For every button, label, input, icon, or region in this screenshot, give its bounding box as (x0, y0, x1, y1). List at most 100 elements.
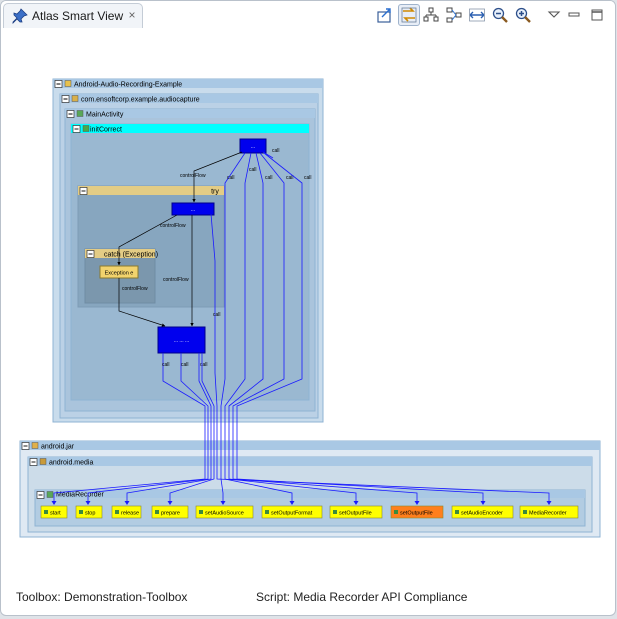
api-method-5-type-icon (265, 510, 269, 514)
edge-call-entry-4[interactable] (236, 152, 484, 504)
container-catch-block-label: catch (Exception) (104, 252, 158, 259)
container-package-type-icon (71, 95, 79, 102)
edge-call-entry-0[interactable] (220, 152, 246, 504)
api-method-0[interactable] (40, 505, 68, 519)
edge-call-try[interactable] (210, 213, 550, 504)
api-method-3[interactable] (151, 505, 189, 519)
node-try-statement[interactable] (171, 202, 215, 216)
container-init-correct-header[interactable] (71, 124, 309, 133)
export-icon[interactable] (375, 5, 395, 25)
edge-call-entry-label: call (272, 148, 280, 154)
view-titlebar: Atlas Smart View × (1, 1, 615, 28)
container-catch-block-header[interactable] (85, 249, 155, 258)
api-method-6[interactable] (329, 505, 383, 519)
view-menu-icon[interactable] (544, 5, 564, 25)
edge-call-entry-4-label: call (304, 175, 312, 181)
api-method-2-type-icon (115, 510, 119, 514)
toolbox-label: Toolbox: Demonstration-Toolbox (16, 590, 188, 604)
fit-width-icon[interactable] (467, 5, 487, 25)
link-selection-icon-glyph (401, 7, 417, 23)
api-method-4[interactable] (195, 505, 254, 519)
container-main-activity-header[interactable] (65, 109, 315, 118)
container-try-block-header[interactable] (78, 186, 224, 195)
container-main-activity-type-icon (76, 110, 84, 117)
maximize-icon[interactable] (587, 5, 607, 25)
container-media-recorder-header[interactable] (35, 490, 585, 498)
container-android-jar-type-icon (31, 442, 39, 449)
view-menu-icon-glyph (547, 11, 561, 18)
api-method-7[interactable] (390, 505, 444, 519)
api-method-3-label: prepare (161, 511, 180, 517)
edge-control-flow-4[interactable] (118, 278, 166, 327)
edge-call-merge-1-label: call (181, 362, 189, 368)
api-method-7-label: setOutputFile (400, 511, 433, 517)
api-method-9[interactable] (519, 505, 579, 519)
graph-canvas[interactable]: Android-Audio-Recording-Examplecom.ensof… (1, 28, 615, 588)
container-android-jar-header[interactable] (20, 441, 600, 450)
node-merge[interactable] (157, 326, 206, 354)
node-entry-label: ... (251, 144, 255, 150)
hierarchy-icon-glyph (423, 7, 439, 22)
api-method-1[interactable] (75, 505, 103, 519)
container-package-header[interactable] (60, 94, 318, 103)
container-android-media-header[interactable] (28, 457, 592, 466)
edge-control-flow-4-label: controlFlow (122, 286, 148, 292)
edge-call-try-label: call (213, 312, 221, 318)
edge-call-merge-2[interactable] (126, 353, 212, 504)
edge-call-entry-1-arrow (289, 501, 295, 505)
zoom-out-icon[interactable] (490, 5, 510, 25)
export-icon-glyph (377, 8, 391, 23)
edge-call-merge-0[interactable] (53, 353, 206, 504)
node-try-statement-label: ... (191, 207, 195, 213)
api-method-7-type-icon (394, 510, 398, 514)
minimize-icon[interactable] (564, 5, 584, 25)
zoom-in-icon[interactable] (513, 5, 533, 25)
container-media-recorder-label: MediaRecorder (56, 492, 105, 499)
edge-call-merge-1[interactable] (87, 353, 209, 504)
edge-call-entry-2-arrow (353, 501, 359, 505)
edge-call-entry-3-arrow (414, 501, 420, 505)
close-icon[interactable]: × (128, 8, 136, 22)
edge-call-merge-3-arrow (167, 501, 173, 505)
api-method-2-label: release (121, 511, 139, 517)
api-method-5[interactable] (261, 505, 323, 519)
container-android-media-type-icon (39, 458, 47, 465)
node-entry[interactable] (239, 138, 267, 154)
edge-call-merge-0-label: call (162, 362, 170, 368)
edge-call-entry-0-arrow (220, 501, 226, 505)
container-project-header[interactable] (53, 79, 323, 88)
script-label: Script: Media Recorder API Compliance (256, 590, 468, 604)
edge-call-merge-2-label: call (200, 362, 208, 368)
minimize-icon-glyph (568, 12, 580, 17)
api-method-1-label: stop (85, 511, 95, 517)
status-bar: Toolbox: Demonstration-Toolbox Script: M… (1, 588, 615, 612)
graph-layout-icon[interactable] (444, 5, 464, 25)
edge-call-merge-2-arrow (124, 501, 130, 505)
node-merge-label: ... ... ... (174, 338, 189, 344)
hierarchy-icon[interactable] (421, 5, 441, 25)
edge-control-flow-1[interactable] (192, 151, 243, 203)
container-project-type-icon (64, 80, 72, 87)
pin-icon (12, 8, 28, 24)
edge-call-merge-0-arrow (51, 501, 57, 505)
tab-atlas-smart-view[interactable]: Atlas Smart View × (3, 3, 143, 28)
edge-call-entry-1[interactable] (224, 152, 293, 504)
edge-call-entry-0-label: call (227, 175, 235, 181)
edge-call-entry-2[interactable] (228, 152, 357, 504)
api-method-8[interactable] (451, 505, 514, 519)
api-method-0-type-icon (44, 510, 48, 514)
api-method-9-type-icon (523, 510, 527, 514)
node-catch-param-label: Exception e (105, 271, 134, 277)
container-android-jar-label: android.jar (41, 444, 75, 451)
api-method-0-label: start (50, 511, 61, 517)
edge-call-merge-3[interactable] (169, 353, 215, 504)
edge-control-flow-2[interactable] (117, 214, 178, 266)
edge-call-entry-stub[interactable] (262, 151, 274, 159)
link-selection-icon[interactable] (398, 4, 420, 26)
api-method-2[interactable] (111, 505, 142, 519)
edge-control-flow-2-label: controlFlow (160, 223, 186, 229)
container-init-correct-type-icon (82, 125, 90, 132)
graph-layout-icon-glyph (446, 7, 462, 23)
edge-call-entry-3[interactable] (232, 152, 418, 504)
